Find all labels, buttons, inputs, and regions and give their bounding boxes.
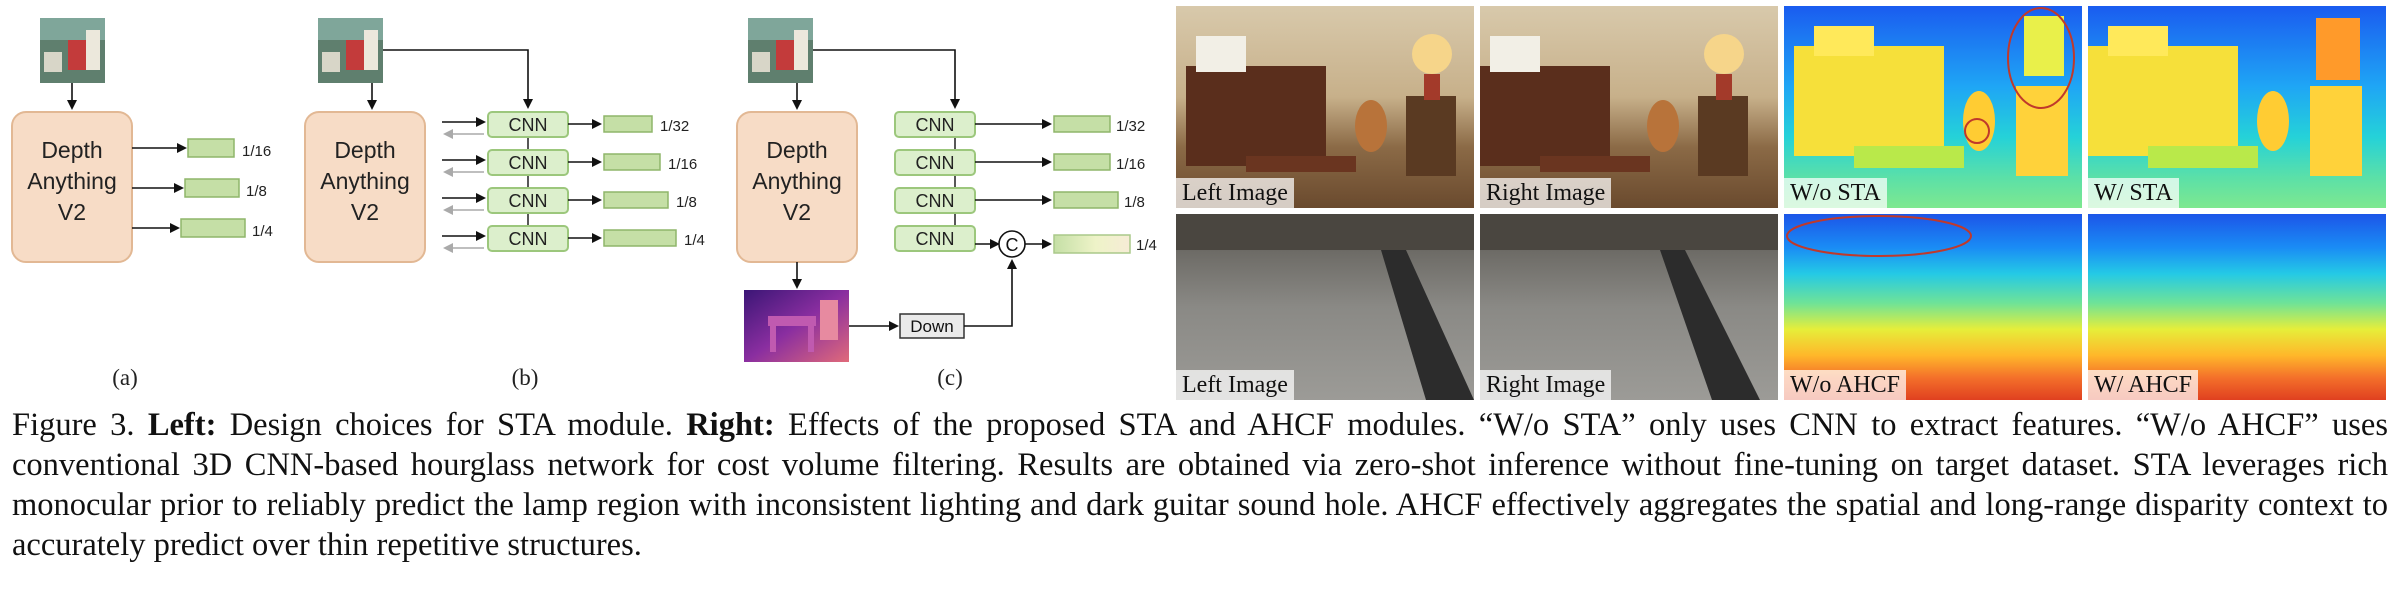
- image-label: Right Image: [1480, 370, 1612, 400]
- cnn-block-label: CNN: [916, 153, 955, 173]
- image-label: W/o AHCF: [1784, 370, 1907, 400]
- result-tile: W/ STA: [2088, 6, 2386, 208]
- room-scene-graphic: [1480, 34, 1748, 176]
- depth-scene-graphic: [1786, 215, 1972, 257]
- feature-map: [180, 218, 246, 238]
- cnn-block-label: CNN: [509, 229, 548, 249]
- scale-label: 1/8: [246, 183, 267, 200]
- downsample-block: [899, 313, 965, 339]
- cnn-block-label: CNN: [916, 229, 955, 249]
- cnn-block-label: CNN: [509, 153, 548, 173]
- feature-map: [603, 229, 677, 247]
- panel-label: (c): [937, 365, 963, 390]
- encoder-label-line: Depth: [766, 137, 827, 163]
- room-scene-graphic: [1186, 34, 1456, 176]
- figure-label: Figure 3.: [12, 407, 135, 443]
- feature-map: [184, 178, 240, 198]
- encoder-label-line: V2: [351, 199, 379, 225]
- cnn-block: [894, 225, 976, 252]
- feature-map: [603, 191, 669, 209]
- concat-symbol: C: [1006, 235, 1019, 255]
- depth-anything-encoder: [304, 111, 426, 263]
- feature-map: [603, 115, 653, 133]
- depth-anything-encoder: [11, 111, 133, 263]
- feature-map: [1053, 153, 1111, 171]
- panel-label: (a): [112, 365, 138, 390]
- fused-feature-map: [1053, 234, 1131, 254]
- result-tile: Left Image: [1176, 214, 1474, 400]
- cnn-block-label: CNN: [916, 191, 955, 211]
- scale-label: 1/4: [1136, 237, 1157, 254]
- cnn-block-label: CNN: [509, 115, 548, 135]
- pavement-scene-graphic: [1480, 214, 1778, 400]
- result-tile: W/o STA: [1784, 6, 2082, 208]
- encoder-label-line: V2: [58, 199, 86, 225]
- downsample-label: Down: [910, 317, 953, 336]
- result-tile: Right Image: [1480, 214, 1778, 400]
- pavement-scene-graphic: [1176, 214, 1474, 400]
- scale-label: 1/4: [252, 223, 273, 240]
- input-image-thumbnail: [40, 18, 105, 83]
- scale-label: 1/32: [1116, 118, 1145, 135]
- caption-left-text: Design choices for STA module.: [216, 407, 687, 443]
- scale-label: 1/16: [242, 143, 271, 160]
- feature-map: [603, 153, 661, 171]
- image-label: W/ AHCF: [2088, 370, 2199, 400]
- caption-left-label: Left:: [147, 407, 217, 443]
- result-tile: W/o AHCF: [1784, 214, 2082, 400]
- image-label: W/o STA: [1784, 178, 1887, 208]
- panel-b: Depth Anything V2 CNN CNN CNN CNN: [304, 18, 705, 390]
- panel-c: Depth Anything V2 CNN CNN CNN CNN C 1/32…: [736, 18, 1157, 390]
- encoder-label-line: Anything: [752, 168, 842, 194]
- image-label: Left Image: [1176, 370, 1294, 400]
- image-label: W/ STA: [2088, 178, 2179, 208]
- feature-map: [187, 138, 235, 158]
- scale-label: 1/8: [1124, 194, 1145, 211]
- caption-paragraph: Figure 3. Left: Design choices for STA m…: [12, 405, 2388, 565]
- scale-label: 1/4: [684, 232, 705, 249]
- cnn-block-label: CNN: [509, 191, 548, 211]
- caption-right-text: Effects of the proposed STA and AHCF mod…: [12, 407, 2388, 563]
- encoder-label-line: Anything: [320, 168, 410, 194]
- panel-a: Depth Anything V2 1/16 1/8 1/4 (a): [11, 18, 273, 390]
- figure-diagram: Depth Anything V2 1/16 1/8 1/4 (a) Depth…: [11, 18, 1157, 390]
- scale-label: 1/16: [1116, 156, 1145, 173]
- figure-caption: Figure 3. Left: Design choices for STA m…: [12, 405, 2388, 565]
- input-image-thumbnail: [318, 18, 383, 83]
- monocular-depth-thumbnail: [744, 290, 849, 362]
- feature-map: [1053, 115, 1111, 133]
- image-label: Left Image: [1176, 178, 1294, 208]
- encoder-label-line: Depth: [334, 137, 395, 163]
- interaction-arrows: [442, 117, 486, 253]
- caption-right-label: Right:: [686, 407, 775, 443]
- panel-label: (b): [512, 365, 539, 390]
- scale-label: 1/16: [668, 156, 697, 173]
- input-image-thumbnail: [748, 18, 813, 83]
- depth-scene-graphic: [2088, 18, 2362, 176]
- result-tile: Left Image: [1176, 6, 1474, 208]
- encoder-label-line: Anything: [27, 168, 117, 194]
- encoder-label-line: V2: [783, 199, 811, 225]
- feature-map: [1053, 191, 1119, 209]
- result-tile: W/ AHCF: [2088, 214, 2386, 400]
- result-tile: Right Image: [1480, 6, 1778, 208]
- image-label: Right Image: [1480, 178, 1612, 208]
- scale-label: 1/8: [676, 194, 697, 211]
- encoder-label-line: Depth: [41, 137, 102, 163]
- depth-scene-graphic: [1794, 7, 2075, 176]
- cnn-block-label: CNN: [916, 115, 955, 135]
- scale-label: 1/32: [660, 118, 689, 135]
